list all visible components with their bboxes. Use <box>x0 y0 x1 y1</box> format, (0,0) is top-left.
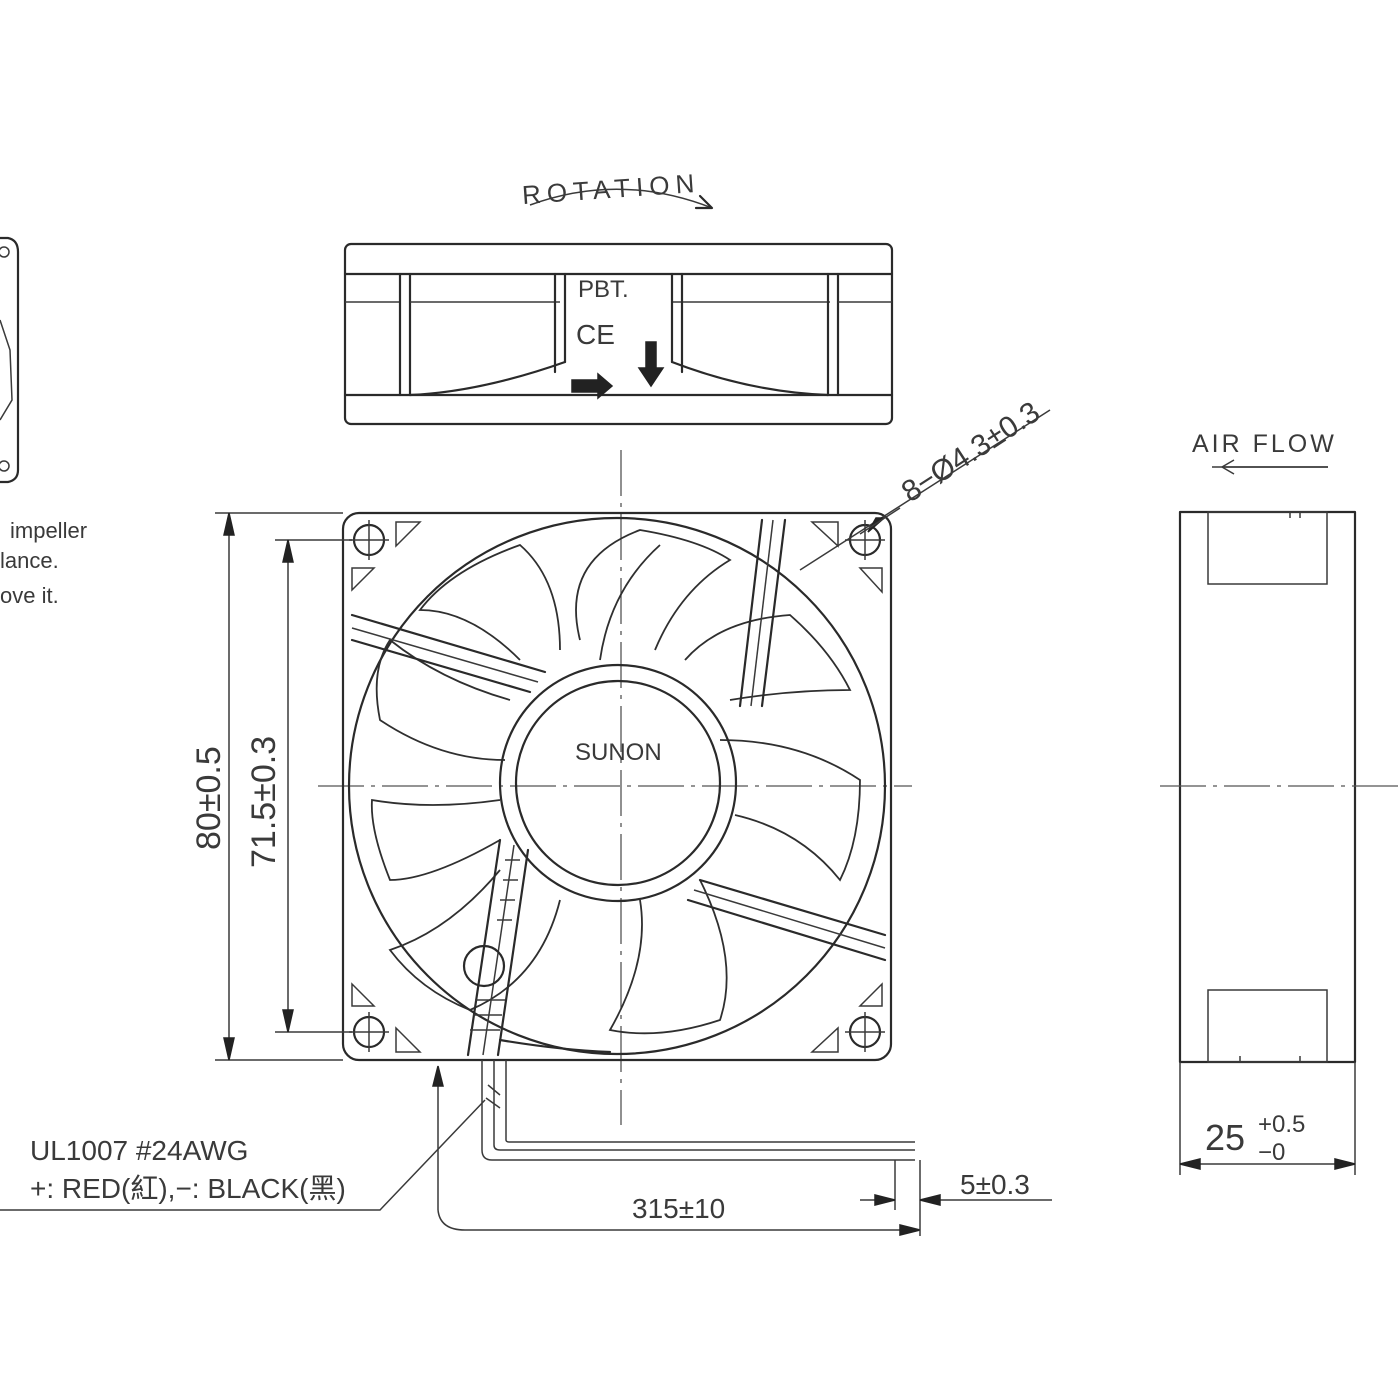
airflow-direction-arrow-icon <box>637 341 665 388</box>
thickness-base-label: 25 <box>1205 1117 1245 1158</box>
mounting-hole-bottom-left <box>349 1012 389 1052</box>
note-line-2: lance. <box>0 548 59 573</box>
thickness-lower-tolerance: −0 <box>1258 1139 1285 1166</box>
thickness-dimension: 25 +0.5 −0 <box>1179 1062 1356 1175</box>
note-line-1: impeller <box>10 518 87 543</box>
hole-diameter-label: 8−Ø4.3±0.3 <box>896 395 1046 508</box>
partial-left-view <box>0 236 20 484</box>
lead-wires <box>481 1060 915 1161</box>
fan-side-view-top: PBT. CE <box>343 242 894 426</box>
air-flow-label: AIR FLOW <box>1192 430 1337 458</box>
wire-spec-label: UL1007 #24AWG <box>30 1135 248 1166</box>
lead-length-dimension: 315±10 <box>432 1065 921 1236</box>
motor-hub <box>514 679 722 887</box>
impeller-note: impeller lance. ove it. <box>0 518 87 608</box>
mounting-holes <box>349 520 885 1053</box>
rotation-indicator: ROTATION <box>521 168 714 210</box>
air-flow-indicator: AIR FLOW <box>1192 430 1337 475</box>
mounting-hole-top-right <box>845 520 885 560</box>
hole-pitch-label: 71.5±0.3 <box>245 736 283 868</box>
brand-label: SUNON <box>575 739 662 766</box>
mounting-hole-top-left <box>349 520 389 560</box>
outer-hub <box>498 663 738 903</box>
note-line-3: ove it. <box>0 583 59 608</box>
frame-size-dimension: 80±0.5 <box>190 512 343 1061</box>
venturi-ring <box>347 516 887 1056</box>
frame-size-label: 80±0.5 <box>190 746 228 850</box>
impeller-blades <box>370 529 861 1035</box>
wire-colors-label: +: RED(紅),−: BLACK(黑) <box>30 1173 346 1204</box>
fan-front-view: SUNON <box>318 450 912 1125</box>
lead-length-label: 315±10 <box>632 1193 725 1224</box>
wire-spec-callout: UL1007 #24AWG +: RED(紅),−: BLACK(黑) <box>0 1099 486 1211</box>
ce-mark: CE <box>576 319 615 350</box>
strip-length-dimension: 5±0.3 <box>860 1160 1052 1210</box>
strip-length-label: 5±0.3 <box>960 1169 1030 1200</box>
mounting-hole-bottom-right <box>845 1012 885 1052</box>
fan-frame <box>341 511 893 1062</box>
wire-exit-grommet <box>462 944 506 988</box>
thickness-upper-tolerance: +0.5 <box>1258 1111 1305 1138</box>
motor-spokes <box>350 518 887 1057</box>
hole-pitch-dimension: 71.5±0.3 <box>245 539 352 1033</box>
material-label: PBT. <box>578 276 629 303</box>
rotation-direction-arrow-icon <box>571 372 614 400</box>
fan-side-view-right <box>1160 510 1400 1064</box>
